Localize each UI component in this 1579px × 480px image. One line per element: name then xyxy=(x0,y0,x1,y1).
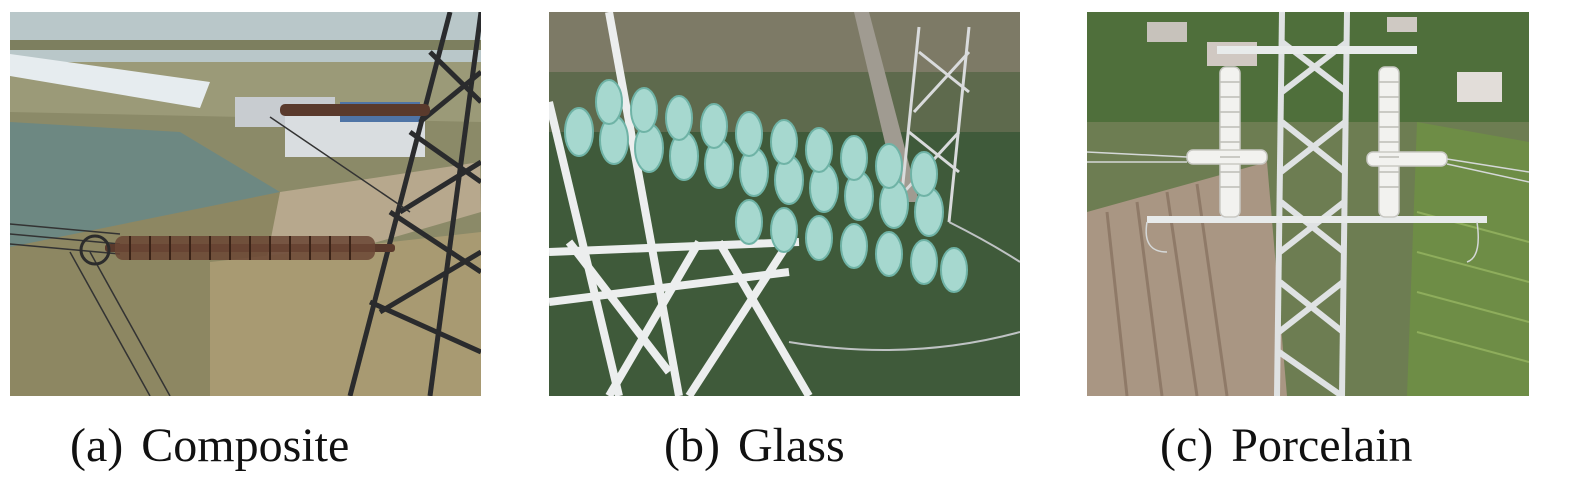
caption-porcelain-label: (c) xyxy=(1160,419,1214,472)
caption-composite-name: Composite xyxy=(141,419,350,472)
photo-glass-insulator-image xyxy=(549,12,1020,396)
photo-composite-insulator-image xyxy=(10,12,481,396)
caption-porcelain-name: Porcelain xyxy=(1231,419,1413,472)
photo-porcelain-insulator-image xyxy=(1087,12,1529,396)
photo-glass-insulator xyxy=(549,12,1020,396)
caption-glass-name: Glass xyxy=(737,419,845,472)
photo-porcelain-insulator xyxy=(1087,12,1529,396)
caption-porcelain: (c) Porcelain xyxy=(1160,418,1413,474)
caption-glass-label: (b) xyxy=(664,419,720,472)
photo-composite-insulator xyxy=(10,12,481,396)
caption-composite-label: (a) xyxy=(70,419,124,472)
caption-composite: (a) Composite xyxy=(70,418,349,474)
caption-glass: (b) Glass xyxy=(664,418,845,474)
